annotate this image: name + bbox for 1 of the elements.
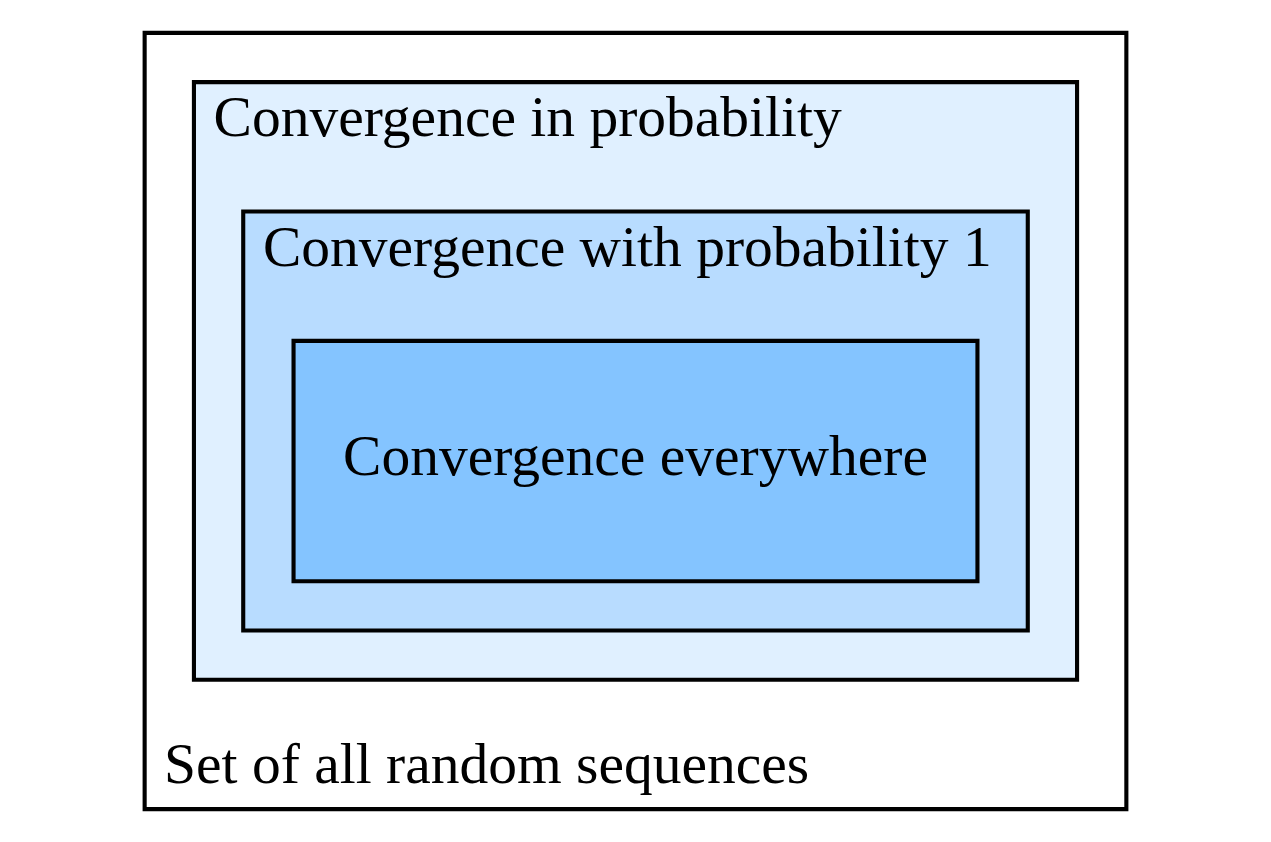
node-box: Convergence everywhere [291,338,980,584]
